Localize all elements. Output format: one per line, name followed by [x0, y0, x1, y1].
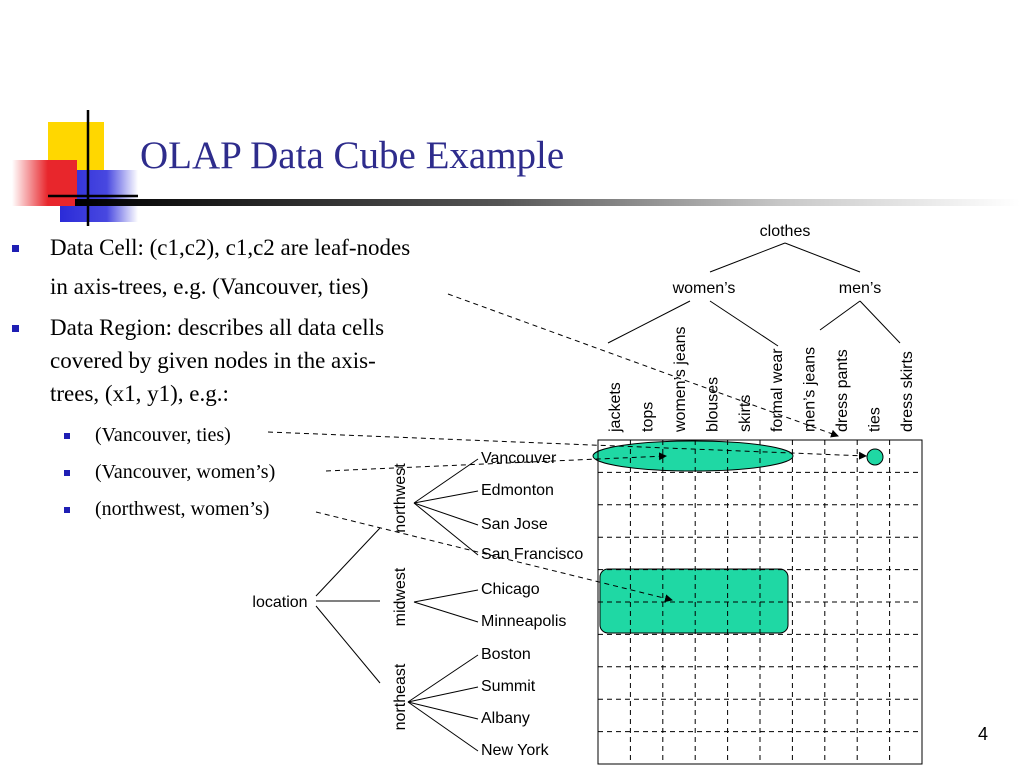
tree-edge — [859, 300, 901, 344]
region-label: midwest — [392, 567, 409, 626]
city-label: Summit — [481, 678, 536, 695]
sub-bullet-square-icon — [64, 470, 70, 476]
title-underline — [75, 199, 1020, 206]
clothes-leaf-label: blouses — [704, 377, 721, 432]
arrow-northwest-womens — [315, 511, 673, 603]
clothes-leaf-label: men’s jeans — [802, 347, 819, 432]
tree-edge — [407, 686, 479, 703]
page-number: 4 — [978, 724, 989, 744]
tree-edge — [413, 601, 479, 623]
tree-edge — [413, 458, 479, 504]
tree-edge — [413, 502, 479, 556]
bullet-2-line-1: Data Region: describes all data cells — [50, 315, 385, 340]
city-label: Edmonton — [481, 482, 554, 499]
tree-edge — [407, 701, 479, 752]
arrow-example-cell — [447, 293, 839, 438]
city-label: Minneapolis — [481, 613, 566, 630]
tree-edge — [315, 605, 381, 684]
data-cube-grid — [597, 439, 923, 765]
logo-red-square — [12, 160, 77, 206]
arrow-vancouver-ties — [267, 431, 867, 460]
tree-edge — [709, 242, 786, 273]
sub-bullet-northwest-womens: (northwest, women’s) — [95, 498, 270, 520]
bullet-list: Data Cell: (c1,c2), c1,c2 are leaf-nodes… — [0, 0, 600, 560]
region-label: northeast — [392, 663, 409, 730]
tree-edge — [413, 490, 479, 504]
clothes-leaf-label: dress pants — [834, 349, 851, 432]
clothes-leaf-label: skirts — [737, 395, 754, 432]
bullet-square-icon — [12, 245, 19, 252]
sub-bullet-square-icon — [64, 507, 70, 513]
city-label: Chicago — [481, 581, 540, 598]
sub-bullet-vancouver-ties: (Vancouver, ties) — [95, 424, 231, 446]
region-northwest-womens — [599, 568, 789, 634]
city-label: New York — [481, 742, 550, 759]
slide-title: OLAP Data Cube Example — [140, 134, 565, 177]
clothes-leaf-label: formal wear — [769, 348, 786, 432]
region-label: northwest — [392, 463, 409, 533]
sub-bullet-square-icon — [64, 433, 70, 439]
tree-edge — [315, 527, 381, 597]
bullet-1-line-1: Data Cell: (c1,c2), c1,c2 are leaf-nodes — [50, 235, 411, 260]
tree-edge — [413, 502, 479, 526]
tree-edge — [784, 242, 861, 273]
clothes-leaf-label: dress skirts — [899, 351, 916, 432]
tree-edge — [607, 300, 691, 344]
city-label: San Jose — [481, 516, 548, 533]
tree-edge — [819, 300, 861, 331]
clothes-root-label: clothes — [760, 223, 811, 240]
bullet-square-icon — [12, 325, 19, 332]
clothes-group-label: women’s — [672, 280, 736, 297]
clothes-group-label: men’s — [839, 280, 881, 297]
bullet-2-line-2: covered by given nodes in the axis- — [50, 348, 376, 373]
clothes-leaf-label: ties — [866, 407, 883, 432]
tree-edge — [413, 589, 479, 603]
region-vancouver-womens — [592, 440, 794, 472]
clothes-leaf-label: women’s jeans — [672, 326, 689, 433]
arrow-vancouver-womens — [325, 452, 667, 472]
tree-edge — [709, 300, 779, 347]
city-label: San Francisco — [481, 546, 583, 563]
tree-edge — [407, 654, 479, 703]
clothes-leaf-label: jackets — [607, 382, 624, 433]
cell-vancouver-ties — [866, 448, 884, 466]
bullet-2-line-3: trees, (x1, y1), e.g.: — [50, 381, 229, 406]
city-label: Vancouver — [481, 450, 557, 467]
city-label: Albany — [481, 710, 530, 727]
sub-bullet-vancouver-womens: (Vancouver, women’s) — [95, 461, 276, 483]
location-root-label: location — [252, 594, 307, 611]
clothes-leaf-label: tops — [640, 402, 657, 432]
bullet-1-line-2: in axis-trees, e.g. (Vancouver, ties) — [50, 274, 369, 299]
tree-edge — [407, 701, 479, 720]
city-label: Boston — [481, 646, 531, 663]
